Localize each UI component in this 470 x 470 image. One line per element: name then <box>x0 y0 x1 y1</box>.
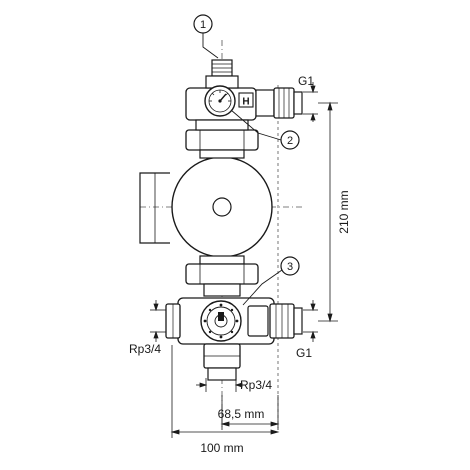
motor-center-hub <box>212 197 232 217</box>
callout-1-number: 1 <box>200 19 206 31</box>
dimension-height <box>318 101 338 323</box>
dimension-rp-left <box>150 300 166 342</box>
upper-valve-body: H <box>185 59 275 131</box>
callout-3: 3 <box>242 256 300 306</box>
upper-union-nut <box>185 129 259 159</box>
bottom-right-outlet-fitting <box>269 303 303 339</box>
callout-1: 1 <box>193 14 219 59</box>
dimension-width-inner <box>220 395 280 430</box>
dimension-width-outer <box>170 345 280 438</box>
dimension-g1-top <box>303 82 318 122</box>
dimension-g1-bottom <box>303 300 318 342</box>
callout-2-number: 2 <box>287 135 293 147</box>
top-right-outlet-fitting <box>273 87 303 119</box>
g1-bottom-label: G1 <box>296 346 312 360</box>
g1-top-label: G1 <box>298 74 314 88</box>
lower-valve-body <box>165 297 275 381</box>
lower-union-nut <box>185 255 259 297</box>
height-label: 210 mm <box>337 190 351 233</box>
pump-motor <box>139 156 273 258</box>
dimension-rp-bottom <box>196 378 246 392</box>
width-outer-label: 100 mm <box>200 441 243 455</box>
width-inner-label: 68,5 mm <box>218 407 265 421</box>
rp-left-label: Rp3/4 <box>129 342 161 356</box>
callout-3-number: 3 <box>287 261 293 273</box>
check-valve-letter: H <box>242 97 249 108</box>
callout-2: 2 <box>230 109 300 150</box>
rp-bottom-label: Rp3/4 <box>240 378 272 392</box>
check-valve-marker <box>238 92 254 108</box>
